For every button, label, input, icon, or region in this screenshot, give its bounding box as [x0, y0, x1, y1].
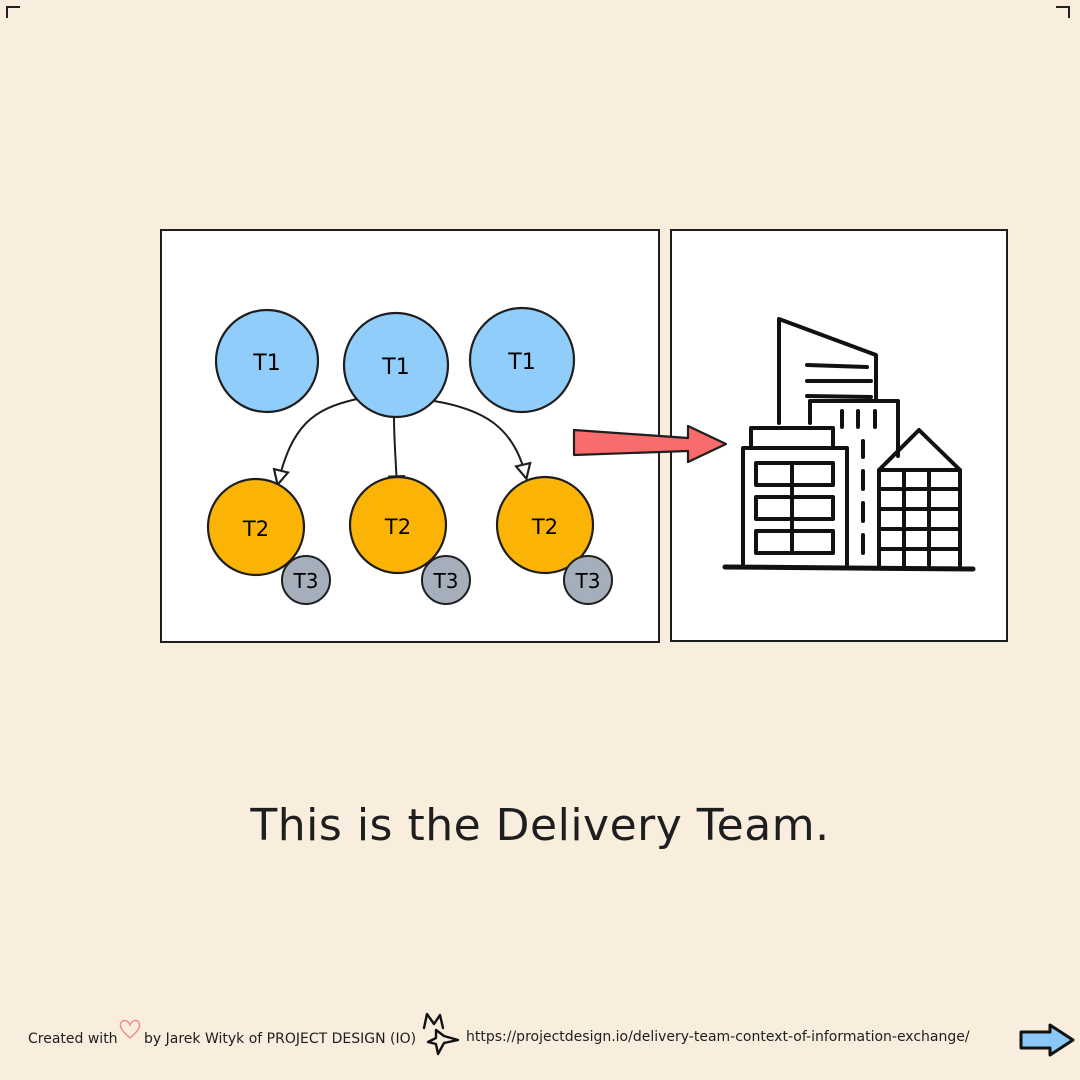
- connector-t1-to-t2-left: [278, 398, 358, 483]
- tier3-label: T3: [433, 569, 459, 593]
- project-design-logo: [422, 1012, 460, 1056]
- created-with-text: Created with: [28, 1031, 118, 1047]
- tier2-node: T2: [348, 475, 448, 575]
- tier2-label: T2: [384, 515, 411, 539]
- organization-panel: [670, 229, 1008, 642]
- footer: Created with by Jarek Wityk of PROJECT D…: [0, 1012, 1080, 1072]
- tier1-label: T1: [252, 351, 280, 376]
- author-byline: by Jarek Wityk of PROJECT DESIGN (IO): [144, 1031, 417, 1047]
- tier3-label: T3: [575, 569, 601, 593]
- tier2-label: T2: [242, 517, 269, 541]
- team-hierarchy-diagram: T1 T1 T1 T2 T3 T2 T3 T2: [206, 306, 613, 605]
- tier1-node: T1: [342, 311, 450, 419]
- delivery-arrow-icon: [572, 424, 728, 464]
- tier1-node: T1: [468, 306, 576, 414]
- tier3-node: T3: [281, 555, 331, 605]
- tier1-label: T1: [381, 355, 409, 380]
- corner-mark-top-right: [1056, 6, 1070, 18]
- connector-t1-to-t2-right: [433, 400, 526, 477]
- tier2-node: T2: [206, 477, 306, 577]
- tier3-label: T3: [293, 569, 319, 593]
- tier2-label: T2: [531, 515, 558, 539]
- tier3-node: T3: [563, 555, 613, 605]
- building-icon: [722, 317, 976, 572]
- corner-mark-top-left: [6, 6, 20, 18]
- tier1-label: T1: [507, 350, 535, 375]
- tier2-node: T2: [495, 475, 595, 575]
- heart-icon: [119, 1019, 141, 1039]
- tier1-node: T1: [214, 308, 320, 414]
- caption: This is the Delivery Team.: [250, 800, 830, 851]
- article-link[interactable]: https://projectdesign.io/delivery-team-c…: [466, 1029, 970, 1045]
- tier3-node: T3: [421, 555, 471, 605]
- next-arrow-icon[interactable]: [1018, 1022, 1076, 1058]
